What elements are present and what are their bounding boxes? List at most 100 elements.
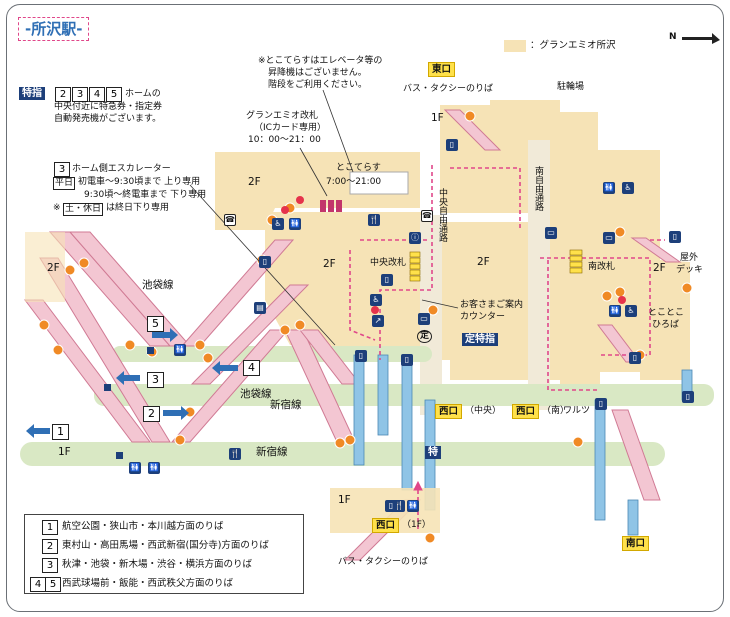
toilet-icon: 🚻 [289,218,301,230]
emio-gate [336,200,342,212]
elevator-icon: ▯ [595,398,607,410]
ticket-line3: 自動発売機がございます。 [54,114,162,124]
escalator-num: 3 [54,162,70,177]
dest-text-1: 航空公園・狭山市・本川越方面のりば [62,521,224,532]
outdoor-deck-1: 屋外 [680,253,699,263]
weekday-label: 平日 [53,177,76,190]
floor-2f-west: 2F [248,176,261,188]
platform-num-4: 4 [243,360,260,376]
ikebukuro-line-label-a: 池袋線 [142,279,174,291]
elevator-shaft-3 [401,359,413,491]
elevator-icon: ▯ [446,139,458,151]
dest-num-1: 1 [42,520,58,535]
dest-text-2: 東村山・高田馬場・西武新宿(国分寺)方面のりば [62,540,269,551]
exit-west-south[interactable]: 西口 [512,404,540,419]
holiday-prefix: ※ [53,203,61,213]
escalator-icon: ↗ [372,315,384,327]
destination-legend [24,514,304,594]
gate-info-line1: グランエミオ改札 [246,111,319,121]
route-path-east-loop [450,167,521,230]
tokutei-badge: 定特指 [462,333,498,346]
escalator-marker [78,257,90,269]
elevator-icon: ▯ [381,274,393,286]
ticket-gate [569,255,583,262]
ticket-gate [409,275,421,282]
escalator-marker [52,344,64,356]
south-gate-label: 南改札 [588,262,616,272]
stair-deck [630,237,682,263]
center-passage-label: 中央自由通路 [437,188,447,242]
info-counter-line1: お客さまご案内 [460,300,524,310]
escalator-marker [334,437,346,449]
exit-west-1f[interactable]: 西口 [372,518,400,533]
exit-east[interactable]: 東口 [428,62,456,77]
escalator-marker [601,290,613,302]
emio-gate [320,200,326,212]
toilet-icon: 🚻 [148,462,160,474]
wheelchair-icon: ♿ [370,294,382,306]
exit-west-1f-sub: （1F） [402,520,431,530]
ticket-machine-icon: ▭ [418,313,430,325]
escalator-marker [681,282,693,294]
info-red-dot [296,196,304,204]
bus-taxi-top: バス・タクシーのりば [403,84,494,94]
escalator-marker [344,434,356,446]
platform-num-2: 2 [143,406,160,422]
route-path-south-loop [540,257,651,356]
marker-square [104,384,111,391]
ticket-platform-2: 2 [55,87,71,102]
elevator-icon: ▯ [401,354,413,366]
escalator-title: ホーム側エスカレーター [72,164,171,174]
waltz-label: ワルツ [563,406,591,416]
ticket-line1: ホームの [125,89,161,99]
elevator-icon: ▯ [385,500,397,512]
toilet-icon: 🚻 [174,344,186,356]
stair-south-exit [611,409,661,501]
ticket-line2: 中央付近に特急券・指定券 [54,102,163,112]
marker-square [147,347,154,354]
floor-1f-east: 1F [431,112,444,124]
toku-badge: 特 [425,446,441,459]
floor-1f-west: 1F [58,446,71,458]
arrow-platform-2 [163,406,189,420]
arrow-platform-3 [116,371,140,385]
floor-2f-south-gate: 2F [653,262,666,274]
platform-num-3: 3 [147,372,164,388]
arrow-platform-5 [152,328,178,342]
toilet-icon: 🚻 [603,182,615,194]
dest-num-5: 5 [45,577,61,592]
ticket-gate [409,269,421,276]
north-arrow [682,33,720,44]
ticket-badge: 特指 [19,87,45,100]
ticket-machine-icon: ▭ [603,232,615,244]
elevator-icon: ▯ [259,256,271,268]
holiday-text: は終日下り専用 [106,203,170,213]
south-free-passage [528,140,550,410]
restaurant-icon: 🍴 [368,214,380,226]
holiday-label: 土・休日 [63,203,104,216]
leader-line [421,299,459,309]
dest-num-4: 4 [30,577,46,592]
escalator-marker [194,339,206,351]
exit-west-center[interactable]: 西口 [435,404,463,419]
escalator-marker [124,339,136,351]
exit-west-south-sub: （南） [542,406,570,416]
marker-square [116,452,123,459]
info-red-dot [618,296,626,304]
stair-mid-2 [190,284,310,385]
exit-south[interactable]: 南口 [622,536,650,551]
ticket-gate [569,249,583,256]
tokoterasu-hours: 7:00～21:00 [326,177,382,187]
toilet-icon: 🚻 [609,305,621,317]
notice-elevator-line1: ※とこてらすはエレベータ等の [258,56,383,66]
notice-elevator-line3: 階段をご利用ください。 [268,80,368,90]
tokotoko-1: とことこ [648,308,685,318]
floor-2f-east: 2F [477,256,490,268]
escalator-marker [174,434,186,446]
telephone-icon: ☎ [224,214,236,226]
floor-1f-bottom: 1F [338,494,351,506]
elevator-icon: ▯ [669,231,681,243]
escalator-marker [614,226,626,238]
floor-2f-center: 2F [323,258,336,270]
